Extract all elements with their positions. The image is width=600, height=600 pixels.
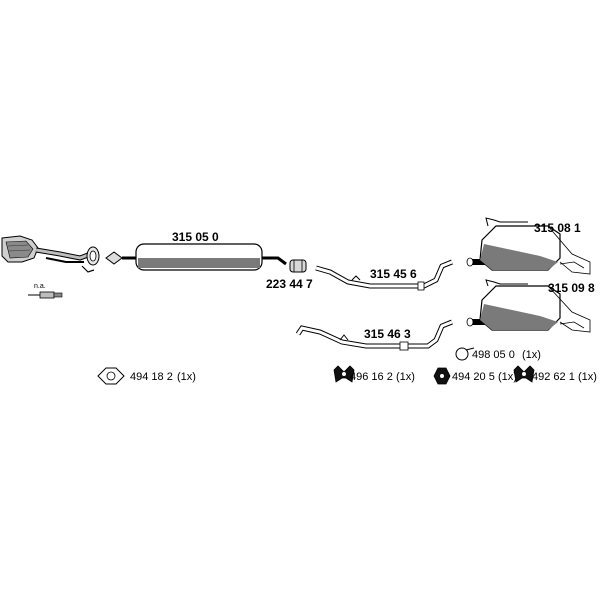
rear-silencer-lower: 315 09 8 [466,279,595,333]
intermediate-pipe-upper-label: 315 45 6 [370,267,417,281]
rubber-mount-a-label: 496 16 2 [350,371,393,383]
ring: 498 05 0 (1x) [455,347,541,361]
rubber-mount-a: 496 16 2 (1x) [333,365,415,383]
rubber-mount-c-label: 492 62 1 [532,371,575,383]
rubber-mount-a-qty: (1x) [396,371,415,383]
rubber-mount-b: 494 20 5 (1x) [433,367,517,385]
intermediate-pipe-lower: 315 46 3 [295,319,453,351]
gasket-qty: (1x) [177,371,196,383]
rear-silencer-upper-label: 315 08 1 [534,221,581,235]
catalytic-converter [1,235,100,273]
gasket: 494 18 2 (1x) [97,367,196,385]
ring-label: 498 05 0 [472,349,515,361]
intermediate-pipe-upper: 315 45 6 [315,259,453,291]
front-silencer-label: 315 05 0 [172,230,219,244]
clamp: 223 44 7 [266,259,313,291]
lambda-sensor-label: n.a. [34,283,46,290]
rubber-mount-c-qty: (1x) [578,371,597,383]
rubber-mount-c: 492 62 1 (1x) [513,365,597,383]
intermediate-pipe-lower-label: 315 46 3 [364,327,411,341]
rear-silencer-upper: 315 08 1 [466,217,591,275]
rubber-mount-b-label: 494 20 5 [452,371,495,383]
gasket-label: 494 18 2 [130,371,173,383]
rear-silencer-lower-label: 315 09 8 [548,281,595,295]
front-silencer: 315 05 0 [105,230,287,271]
lambda-sensor: n.a. [28,283,63,299]
rubber-mount-b-qty: (1x) [498,371,517,383]
ring-qty: (1x) [522,349,541,361]
clamp-label: 223 44 7 [266,277,313,291]
